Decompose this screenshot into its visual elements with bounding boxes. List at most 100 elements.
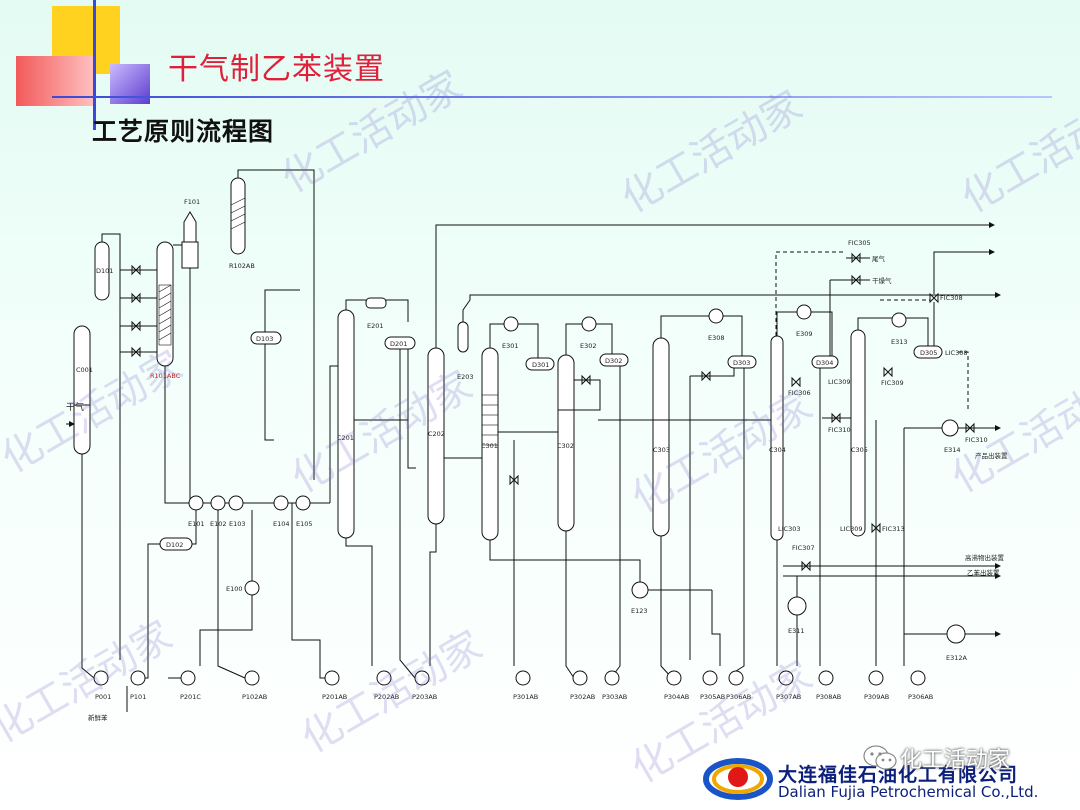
vessel-d305 <box>913 345 943 359</box>
label-e312a: E312A <box>946 654 968 662</box>
label-lic303: LIC303 <box>778 525 800 533</box>
label-p201ab: P201AB <box>322 693 347 701</box>
vessel-d304 <box>811 355 839 369</box>
wechat-icon <box>863 745 897 770</box>
exchanger-e123 <box>631 581 649 599</box>
label-p308ab: P308AB <box>816 693 841 701</box>
label-lic309: LIC309 <box>828 378 850 386</box>
label-tail-gas: 尾气 <box>872 254 886 263</box>
exchanger-e100 <box>244 580 260 596</box>
label-d103: D103 <box>256 335 273 343</box>
label-d302: D302 <box>605 357 622 365</box>
pump-p304ab <box>666 670 682 686</box>
label-fic307: FIC307 <box>792 544 815 552</box>
pump-p303ab <box>604 670 620 686</box>
slide-subtitle: 工艺原则流程图 <box>92 117 275 146</box>
pump-p201ab <box>324 670 340 686</box>
label-p304ab: P304AB <box>664 693 689 701</box>
vessel-d301 <box>525 357 555 371</box>
label-p303ab: P303AB <box>602 693 627 701</box>
label-fic313: FIC313 <box>882 525 905 533</box>
label-e103: E103 <box>229 520 246 528</box>
label-out-eb: 乙苯出装置 <box>967 568 1000 577</box>
label-p302ab: P302AB <box>570 693 595 701</box>
label-out-e314: 产品出装置 <box>975 451 1008 460</box>
label-d301: D301 <box>532 361 549 369</box>
label-c202: C202 <box>428 430 445 438</box>
label-out-heavy: 高沸物出装置 <box>965 553 1005 562</box>
label-p001: P001 <box>95 693 111 701</box>
label-e309: E309 <box>796 330 813 338</box>
pump-p201c <box>180 670 196 686</box>
exchanger-e313 <box>891 312 907 328</box>
pump-p307ab <box>778 670 794 686</box>
furnace-f101 <box>183 211 197 243</box>
vessel-d303 <box>727 355 757 369</box>
label-c302: C302 <box>557 442 574 450</box>
valve-group-r101 <box>120 264 160 358</box>
label-e308: E308 <box>708 334 725 342</box>
label-p203ab: P203AB <box>412 693 437 701</box>
label-e314: E314 <box>944 446 961 454</box>
vessel-e203 <box>457 321 469 353</box>
label-fic309: FIC309 <box>881 379 904 387</box>
exchanger-row-e101-e105 <box>188 495 330 511</box>
exchanger-e301 <box>503 316 519 332</box>
label-e203: E203 <box>457 373 474 381</box>
company-name-en: Dalian Fujia Petrochemical Co.,Ltd. <box>778 783 1039 801</box>
label-gas-in: 干气 <box>66 401 84 413</box>
label-e105: E105 <box>296 520 313 528</box>
label-lic309b: LIC309 <box>840 525 862 533</box>
label-e100: E100 <box>226 585 243 593</box>
label-c304: C304 <box>769 446 786 454</box>
pump-p102ab <box>244 670 260 686</box>
label-d303: D303 <box>733 359 750 367</box>
vessel-d103 <box>250 331 282 345</box>
label-c305: C305 <box>851 446 868 454</box>
label-p306ab: P306AB <box>726 693 751 701</box>
reactor-r102ab <box>230 177 246 255</box>
exchanger-e314 <box>941 419 959 437</box>
label-d305: D305 <box>920 349 937 357</box>
label-fresh-benzene: 新鲜苯 <box>88 713 108 722</box>
wechat-account-label: 化工活动家 <box>900 748 1011 773</box>
label-e313: E313 <box>891 338 908 346</box>
label-e104: E104 <box>273 520 290 528</box>
exchanger-e308 <box>708 308 724 324</box>
label-fic310b: FIC310 <box>965 436 988 444</box>
label-tail-gas2: 干燥气 <box>872 276 892 285</box>
label-p101: P101 <box>130 693 146 701</box>
label-f101: F101 <box>184 198 200 206</box>
pump-p309ab <box>868 670 884 686</box>
label-d101: D101 <box>96 267 113 275</box>
label-r102ab: R102AB <box>229 262 255 270</box>
label-fic306: FIC306 <box>788 389 811 397</box>
column-c305 <box>850 329 866 537</box>
label-fic308: FIC308 <box>940 294 963 302</box>
label-d304: D304 <box>816 359 833 367</box>
label-e123: E123 <box>631 607 648 615</box>
pump-p306ab-right <box>910 670 926 686</box>
company-name-cn: 大连福佳石油化工有限公司 <box>778 764 1019 786</box>
label-d102: D102 <box>166 541 183 549</box>
exchanger-e312a <box>946 624 966 644</box>
label-fic305: FIC305 <box>848 239 871 247</box>
label-p301ab: P301AB <box>513 693 538 701</box>
pump-p302ab <box>572 670 588 686</box>
label-d201: D201 <box>390 340 407 348</box>
label-p201c: P201C <box>180 693 201 701</box>
pump-p305ab <box>702 670 718 686</box>
exchanger-e201 <box>365 297 387 309</box>
label-p307ab: P307AB <box>776 693 801 701</box>
label-p202ab: P202AB <box>374 693 399 701</box>
slide-title: 干气制乙苯装置 <box>168 52 385 87</box>
label-c303: C303 <box>653 446 670 454</box>
label-fic310: FIC310 <box>828 426 851 434</box>
label-p309ab: P309AB <box>864 693 889 701</box>
label-p305ab: P305AB <box>700 693 725 701</box>
exchanger-e311 <box>787 596 807 616</box>
pump-p308ab <box>818 670 834 686</box>
pump-p202ab <box>376 670 392 686</box>
label-c001: C001 <box>76 366 93 374</box>
